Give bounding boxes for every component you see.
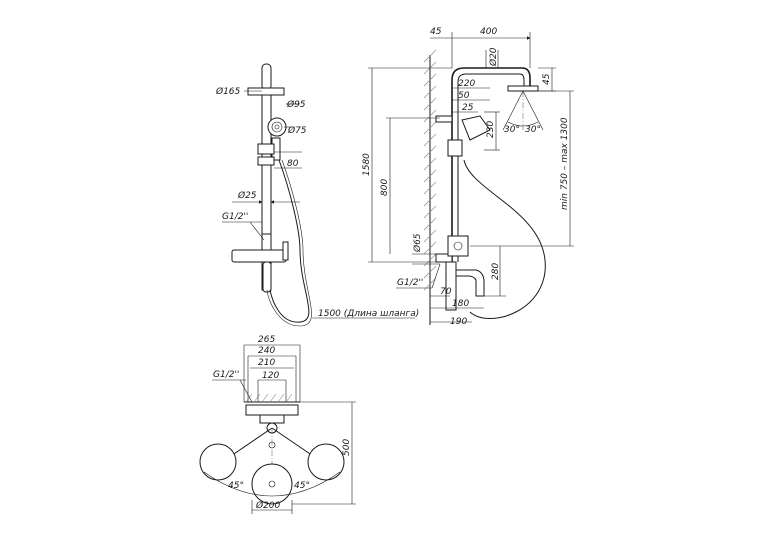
dim-side-50: 50 bbox=[458, 91, 470, 101]
top-angle-left: 45° bbox=[228, 481, 244, 491]
spray-angle-right: 30° bbox=[525, 125, 541, 135]
wall-hatching bbox=[423, 49, 437, 325]
dim-side-d65: Ø65 bbox=[412, 233, 423, 253]
side-column bbox=[451, 67, 531, 262]
front-thread-label: G1/2'' bbox=[222, 212, 248, 222]
lower-wall-bracket bbox=[435, 253, 453, 263]
top-rain-head-center bbox=[251, 463, 293, 505]
dim-side-230: 230 bbox=[486, 121, 496, 138]
dim-top-500: 500 bbox=[342, 439, 352, 456]
mixer-lever bbox=[282, 241, 289, 261]
thermostat-mixer bbox=[231, 249, 287, 263]
side-holder bbox=[447, 139, 463, 157]
dim-side-220: 220 bbox=[458, 79, 475, 89]
side-spout bbox=[447, 269, 485, 297]
dim-side-70: 70 bbox=[440, 287, 452, 297]
dim-top-d200: Ø200 bbox=[255, 500, 281, 511]
dim-side-180: 180 bbox=[452, 299, 469, 309]
bottom-spout bbox=[262, 261, 272, 293]
column-top-cap bbox=[261, 63, 272, 91]
dim-top-265: 265 bbox=[258, 335, 275, 345]
side-thread-label: G1/2'' bbox=[397, 278, 423, 288]
dim-side-1580: 1580 bbox=[362, 153, 372, 176]
shower-head-disc bbox=[247, 87, 285, 96]
dim-d95: Ø95 bbox=[286, 99, 306, 110]
dim-side-25: 25 bbox=[462, 103, 474, 113]
dim-side-45b: 45 bbox=[542, 73, 552, 85]
dim-side-800: 800 bbox=[380, 179, 390, 196]
side-hose bbox=[463, 159, 546, 319]
top-rain-head-right bbox=[307, 443, 345, 481]
top-thread-label: G1/2'' bbox=[213, 370, 239, 380]
hand-shower bbox=[267, 117, 287, 137]
dim-height-range: min 750 – max 1300 bbox=[560, 117, 570, 210]
upper-wall-bracket bbox=[435, 115, 453, 123]
top-mixer-body bbox=[245, 404, 299, 416]
dim-d25: Ø25 bbox=[237, 190, 257, 201]
side-view: 30° 30° 45 400 Ø20 45 220 50 bbox=[362, 27, 574, 327]
shower-hose bbox=[269, 159, 310, 323]
side-rain-head bbox=[507, 85, 539, 92]
dim-side-45: 45 bbox=[430, 27, 442, 37]
dim-d165: Ø165 bbox=[215, 86, 241, 97]
top-wall-hatching bbox=[245, 393, 293, 403]
dim-side-400: 400 bbox=[480, 27, 497, 37]
top-view: 45° 45° 265 240 210 120 G1/2'' 500 Ø200 bbox=[199, 335, 356, 514]
dim-80: 80 bbox=[287, 159, 299, 169]
shower-holder bbox=[257, 143, 275, 155]
dim-top-210: 210 bbox=[258, 358, 275, 368]
spray-angle-left: 30° bbox=[504, 125, 520, 135]
side-hand-shower bbox=[461, 115, 491, 141]
top-rain-head-left bbox=[199, 443, 237, 481]
dim-side-280: 280 bbox=[491, 263, 501, 280]
dim-side-d20: Ø20 bbox=[488, 47, 499, 67]
top-angle-right: 45° bbox=[294, 481, 310, 491]
dim-top-120: 120 bbox=[262, 371, 279, 381]
hose-length-label: 1500 (Длина шланга) bbox=[318, 309, 419, 319]
dim-d75: Ø75 bbox=[287, 125, 307, 136]
side-mixer bbox=[447, 235, 469, 257]
front-view: Ø165 Ø95 Ø75 80 Ø25 G1/2'' 1500 (Длина ш… bbox=[215, 63, 419, 327]
dim-top-240: 240 bbox=[258, 346, 275, 356]
dim-side-190: 190 bbox=[450, 317, 467, 327]
